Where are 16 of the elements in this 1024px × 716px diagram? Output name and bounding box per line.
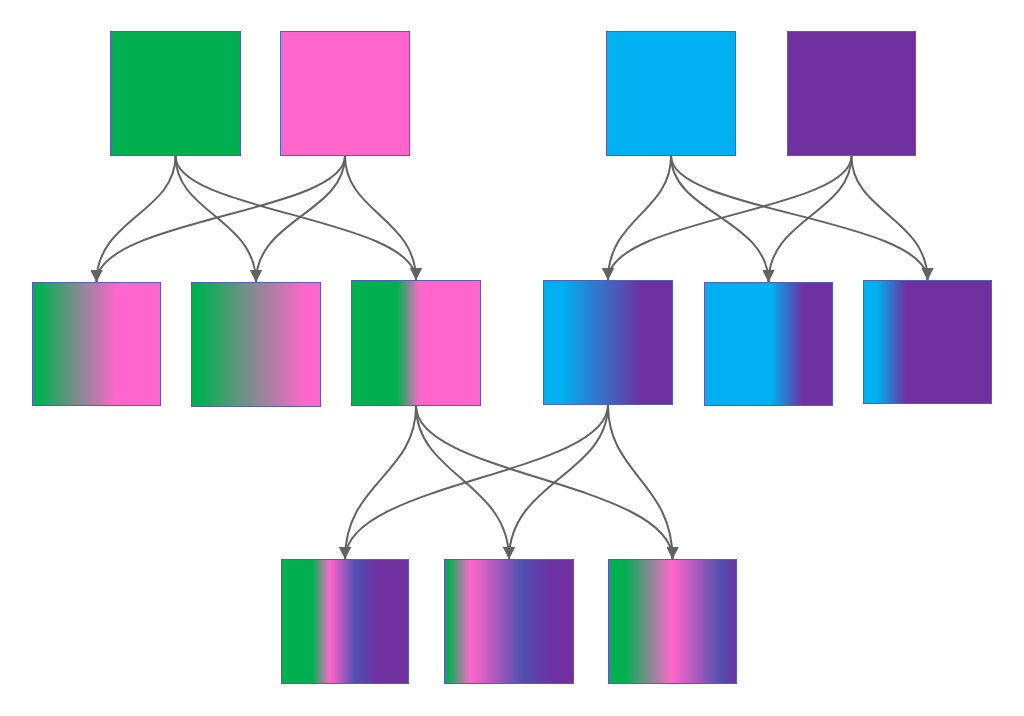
blend-tile [608, 559, 737, 684]
blend-tile [444, 559, 574, 684]
source-tile [787, 31, 916, 156]
blend-tile [191, 282, 321, 407]
source-tile [280, 31, 410, 156]
curved-arrow [850, 155, 933, 281]
source-tile [110, 31, 241, 156]
blend-tile [863, 280, 992, 404]
blend-tile [281, 559, 409, 684]
curved-arrow [344, 155, 421, 281]
curved-arrow [607, 404, 678, 560]
blend-tile [543, 280, 673, 405]
blend-tile [351, 280, 481, 406]
source-tile [606, 31, 736, 156]
blend-tile [704, 282, 833, 406]
blend-tile [32, 282, 161, 406]
